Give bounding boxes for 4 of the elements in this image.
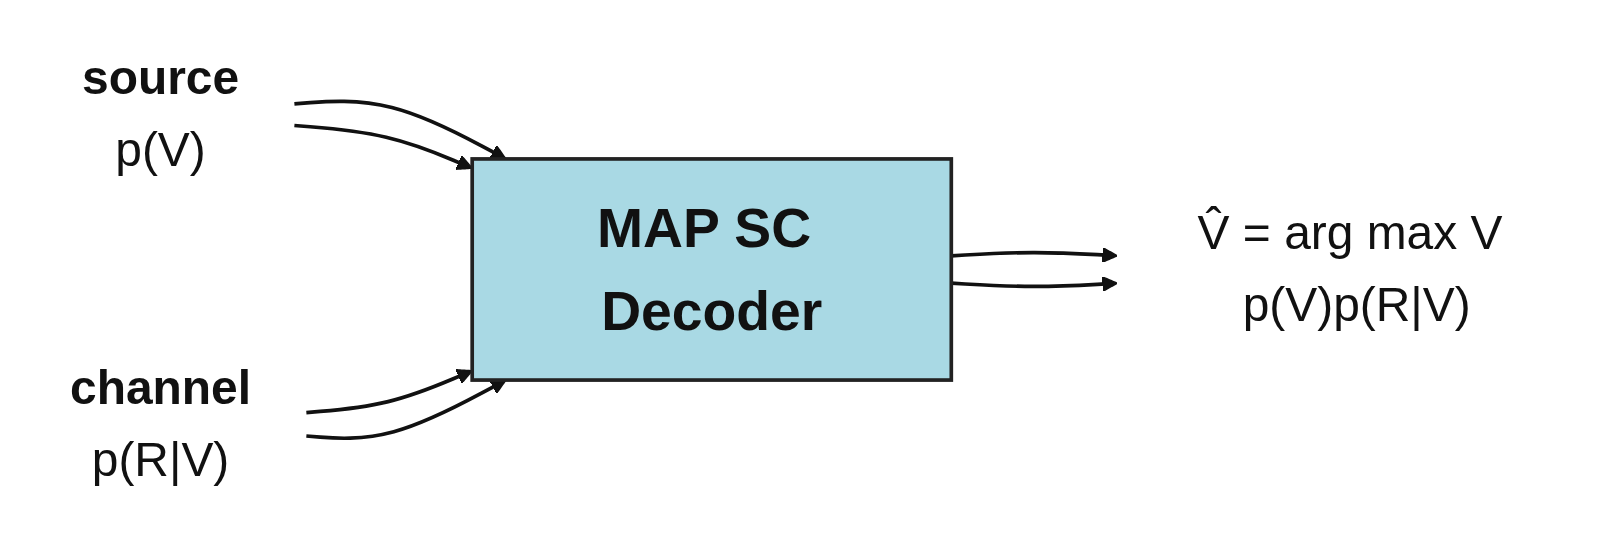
node-text: V̂ = arg max V p(V)p(R|V) (1197, 205, 1503, 333)
node-text: source p(V) (81, 50, 240, 178)
node-text: channel p(R|V) (70, 359, 252, 487)
node-box: MAP SC Decoder (470, 157, 954, 382)
